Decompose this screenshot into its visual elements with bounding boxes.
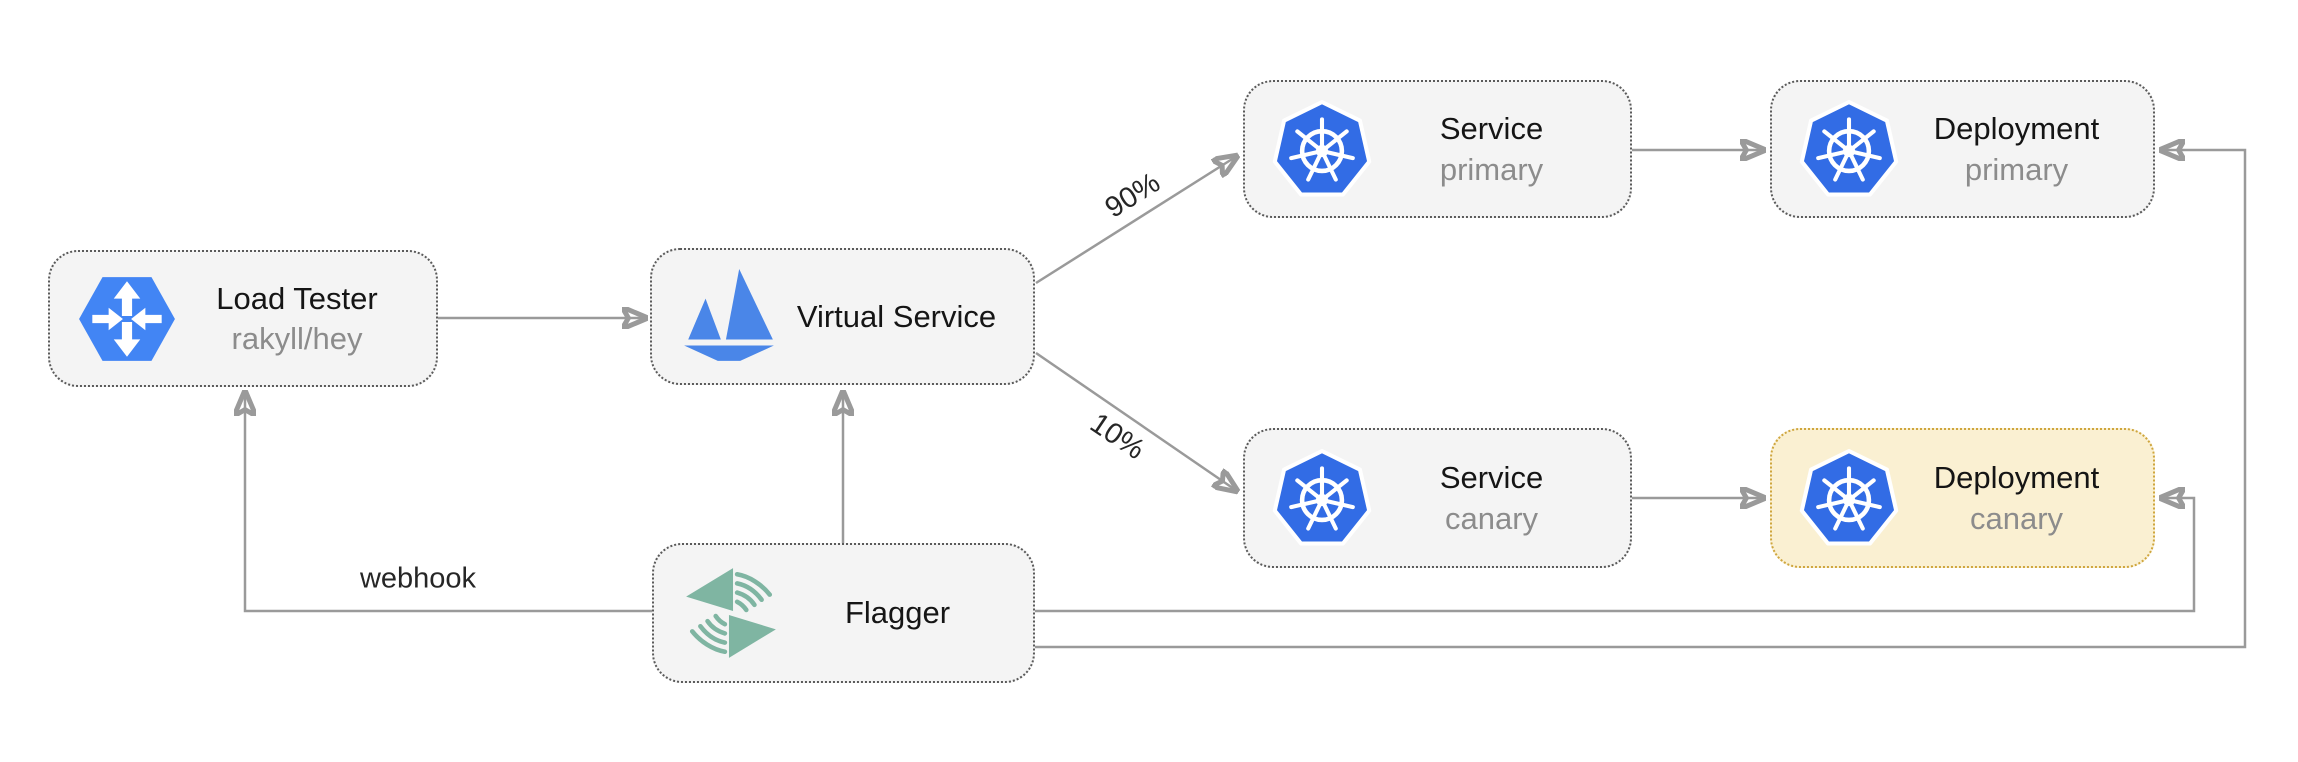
node-labels: Service canary (1373, 459, 1610, 536)
node-service-canary: Service canary (1243, 428, 1632, 568)
node-title: Deployment (1933, 460, 2100, 496)
edge-flagger-webhook-to-loadtester (245, 392, 652, 613)
node-title: Service (1439, 111, 1544, 147)
node-service-primary: Service primary (1243, 80, 1632, 218)
node-flagger: Flagger (652, 543, 1035, 683)
kubernetes-icon (1271, 447, 1373, 549)
node-labels: Deployment canary (1900, 459, 2133, 536)
node-virtual-service: Virtual Service (650, 248, 1035, 385)
kubernetes-icon (1798, 447, 1900, 549)
kubernetes-icon (1271, 98, 1373, 200)
kubernetes-icon (1798, 98, 1900, 200)
node-labels: Flagger (782, 594, 1013, 631)
node-title: Load Tester (216, 280, 378, 316)
node-deployment-canary: Deployment canary (1770, 428, 2155, 568)
node-labels: Virtual Service (780, 298, 1013, 335)
node-title: Virtual Service (796, 298, 997, 334)
node-subtitle: canary (1444, 500, 1539, 536)
edge-virtualservice-to-service-canary (1035, 351, 1237, 491)
node-labels: Service primary (1373, 110, 1610, 187)
node-labels: Load Tester rakyll/hey (178, 280, 416, 357)
node-subtitle: primary (1439, 151, 1544, 187)
node-load-tester: Load Tester rakyll/hey (48, 250, 438, 387)
node-title: Flagger (844, 595, 951, 631)
node-subtitle: canary (1969, 500, 2064, 536)
node-labels: Deployment primary (1900, 110, 2133, 187)
node-title: Service (1439, 460, 1544, 496)
edge-flagger-to-deployment-primary (1035, 150, 2247, 649)
flagger-icon (680, 562, 782, 664)
edge-virtualservice-to-service-primary (1035, 156, 1237, 285)
load-balancer-icon (76, 268, 178, 370)
edge-flagger-to-deployment-canary (1035, 498, 2196, 613)
istio-sailboat-icon (678, 266, 780, 368)
node-subtitle: primary (1964, 151, 2069, 187)
webhook-label: webhook (359, 562, 477, 595)
node-deployment-primary: Deployment primary (1770, 80, 2155, 218)
node-title: Deployment (1933, 111, 2100, 147)
node-subtitle: rakyll/hey (231, 321, 363, 356)
